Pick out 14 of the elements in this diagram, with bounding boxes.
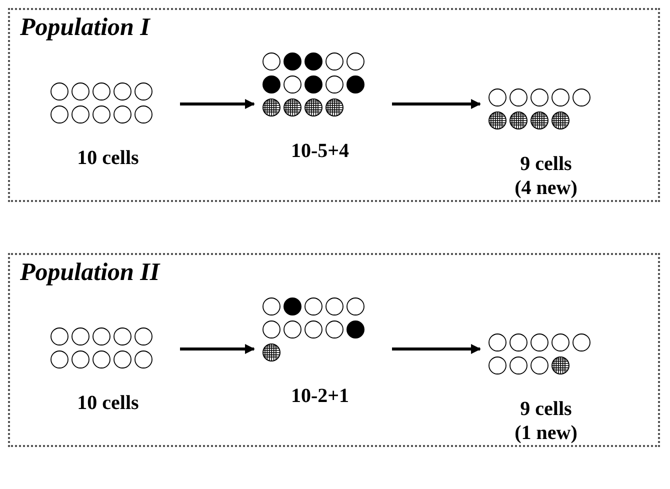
cell-count-label: 10-5+4 (290, 139, 350, 163)
panel-title: Population I (20, 14, 150, 42)
population-panel (8, 253, 660, 447)
arrow (392, 99, 481, 109)
population-panel (8, 8, 660, 202)
arrow (180, 99, 255, 109)
arrow (392, 344, 481, 354)
cell-count-label: 10 cells (76, 146, 140, 170)
cell-count-label: 10 cells (76, 391, 140, 415)
cell-count-label: 9 cells (1 new) (514, 397, 578, 445)
panel-title: Population II (20, 259, 160, 287)
cell-count-label: 9 cells (4 new) (514, 152, 578, 200)
cell-count-label: 10-2+1 (290, 384, 350, 408)
arrow (180, 344, 255, 354)
